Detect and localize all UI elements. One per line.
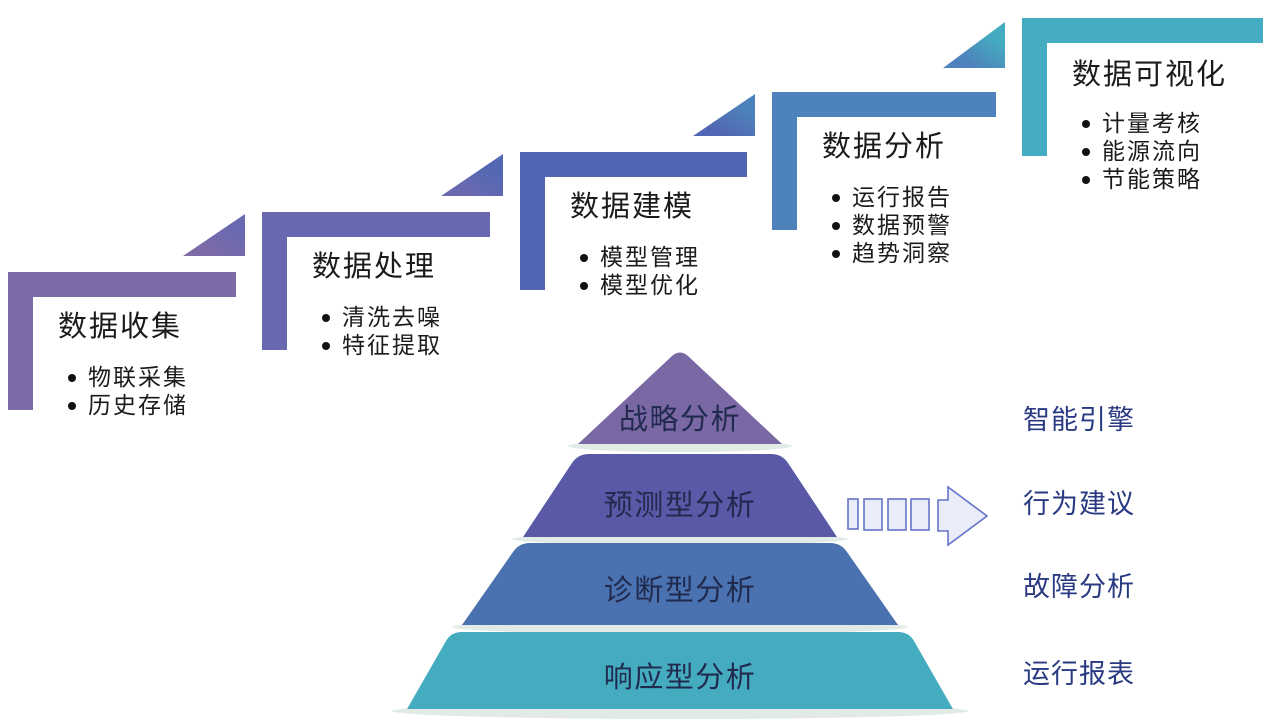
pyramid-level-label: 响应型分析	[603, 662, 757, 694]
step-title: 数据收集	[58, 311, 183, 343]
arrow-stripe	[847, 498, 859, 530]
arrow-stripe	[887, 498, 907, 531]
output-label: 行为建议	[1023, 489, 1135, 519]
arrow-head	[937, 485, 989, 547]
step-vbar	[772, 92, 797, 230]
step-bullet-item: 计量考核	[1082, 110, 1202, 138]
step-bullet-list: 物联采集 历史存储	[68, 364, 188, 420]
step-bullet-item: 模型优化	[580, 272, 700, 300]
striped-arrow	[847, 485, 989, 547]
step-bullet-item: 运行报告	[832, 184, 952, 212]
pyramid-level-label: 战略分析	[618, 404, 742, 436]
step-title: 数据建模	[570, 191, 695, 223]
pyramid-level-shape	[462, 543, 898, 625]
step-vbar	[1022, 18, 1047, 156]
step-bar	[8, 272, 236, 297]
arrow-stripe	[863, 498, 883, 531]
output-label: 智能引擎	[1023, 405, 1135, 435]
step-bar	[520, 152, 747, 177]
output-label: 故障分析	[1023, 572, 1135, 602]
step-bullet-item: 能源流向	[1082, 138, 1202, 166]
pyramid-level-shape	[578, 352, 782, 444]
pyramid-level-shape	[407, 632, 953, 709]
step-bullet-item: 节能策略	[1082, 166, 1202, 194]
output-label: 运行报表	[1023, 659, 1135, 689]
step-bullet-item: 物联采集	[68, 364, 188, 392]
step-bullet-list: 模型管理 模型优化	[580, 244, 700, 300]
step-title: 数据处理	[312, 251, 437, 283]
step-bullet-item: 模型管理	[580, 244, 700, 272]
step-bar	[1022, 18, 1263, 43]
arrow-stripe	[910, 498, 930, 531]
step-bullet-item: 趋势洞察	[832, 240, 952, 268]
pyramid-level-shape	[523, 454, 837, 537]
step-bullet-item: 清洗去噪	[322, 304, 442, 332]
step-title: 数据分析	[822, 131, 947, 163]
step-vbar	[262, 212, 287, 350]
step-bullet-list: 清洗去噪 特征提取	[322, 304, 442, 360]
step-vbar	[8, 272, 33, 410]
step-bullet-list: 运行报告 数据预警 趋势洞察	[832, 184, 952, 268]
step-bullet-list: 计量考核 能源流向 节能策略	[1082, 110, 1202, 194]
step-bar	[262, 212, 490, 237]
step-title: 数据可视化	[1072, 59, 1228, 91]
step-vbar	[520, 152, 545, 290]
pyramid-level-label: 预测型分析	[603, 490, 757, 522]
step-bar	[772, 92, 996, 117]
step-bullet-item: 历史存储	[68, 392, 188, 420]
pyramid-level-label: 诊断型分析	[603, 575, 757, 607]
step-bullet-item: 数据预警	[832, 212, 952, 240]
step-bullet-item: 特征提取	[322, 332, 442, 360]
